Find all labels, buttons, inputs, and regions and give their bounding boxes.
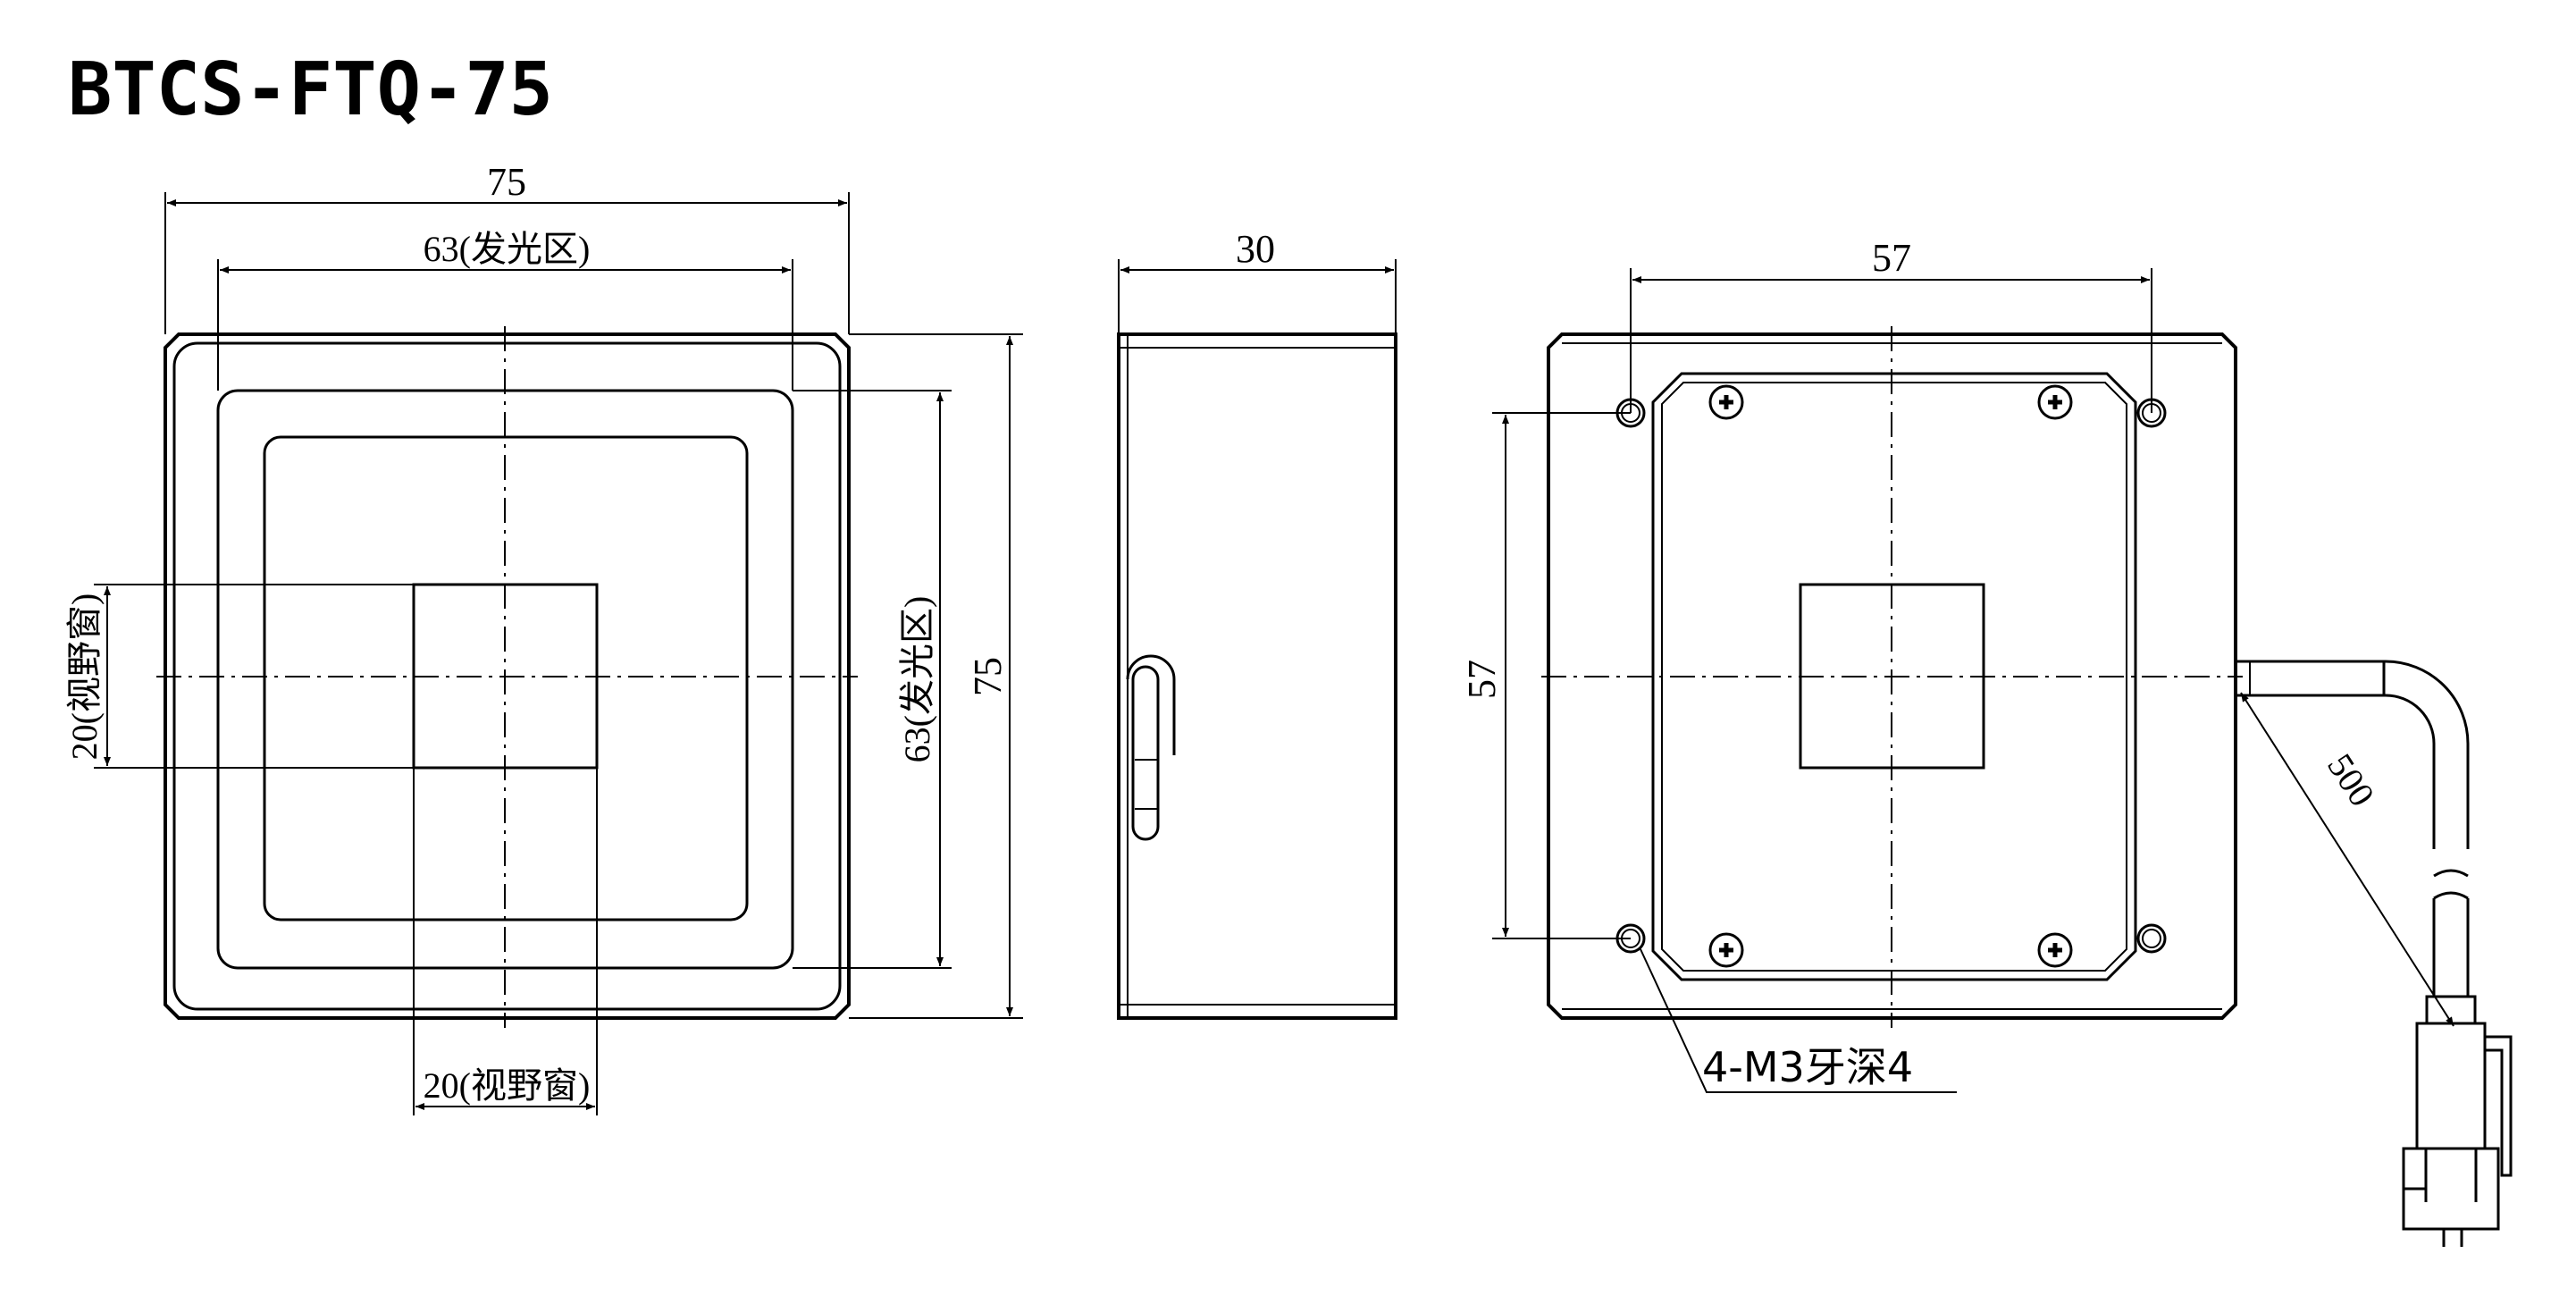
label-window-bottom: 20(视野窗)	[424, 1065, 591, 1106]
label-thread-note: 4-M3牙深4	[1702, 1043, 1913, 1091]
back-dimension-labels: 57 57 500 4-M3牙深4	[1460, 236, 2383, 1091]
dim-line-cable-length	[2240, 692, 2454, 1027]
label-depth: 30	[1236, 227, 1275, 271]
connector-ferrule	[2425, 995, 2477, 1025]
side-body	[1117, 332, 1397, 1020]
back-dimensions	[1492, 268, 2454, 1093]
label-overall-height: 75	[966, 657, 1010, 696]
connector-latch	[2485, 1035, 2513, 1177]
front-dimensions	[94, 192, 1023, 1115]
front-dimension-labels: 75 63(发光区) 20(视野窗) 63(发光区) 75 20(视野窗)	[64, 160, 1010, 1106]
side-cable-outer	[1126, 654, 1176, 755]
side-view	[1117, 332, 1397, 1020]
cable-upper-edge	[2236, 660, 2470, 849]
label-cable-length: 500	[2320, 746, 2382, 813]
label-hole-spacing-y: 57	[1460, 660, 1504, 699]
phillips-screw-icon	[2037, 384, 2073, 420]
label-hole-spacing-x: 57	[1872, 236, 1911, 280]
phillips-screw-icon	[2037, 932, 2073, 968]
thread-leader	[1640, 948, 1957, 1093]
back-cover-plate	[1651, 372, 2137, 981]
side-dimensions	[1118, 259, 1397, 334]
connector-body	[2415, 1022, 2487, 1150]
mounting-hole-icon	[2136, 923, 2167, 954]
label-overall-width: 75	[487, 160, 526, 204]
label-emitting-height: 63(发光区)	[897, 596, 937, 763]
back-view	[1541, 326, 2243, 1028]
cover-screws	[1708, 384, 2073, 968]
phillips-screw-icon	[1708, 932, 1744, 968]
front-outer-frame	[164, 332, 851, 1020]
product-title: BTCS-FTQ-75	[68, 47, 553, 132]
front-view	[156, 326, 858, 1028]
label-window-left: 20(视野窗)	[64, 593, 105, 761]
side-cable-relief	[1131, 665, 1160, 841]
back-outer-frame	[1547, 332, 2237, 1020]
label-emitting-width: 63(发光区)	[424, 229, 591, 269]
phillips-screw-icon	[1708, 384, 1744, 420]
